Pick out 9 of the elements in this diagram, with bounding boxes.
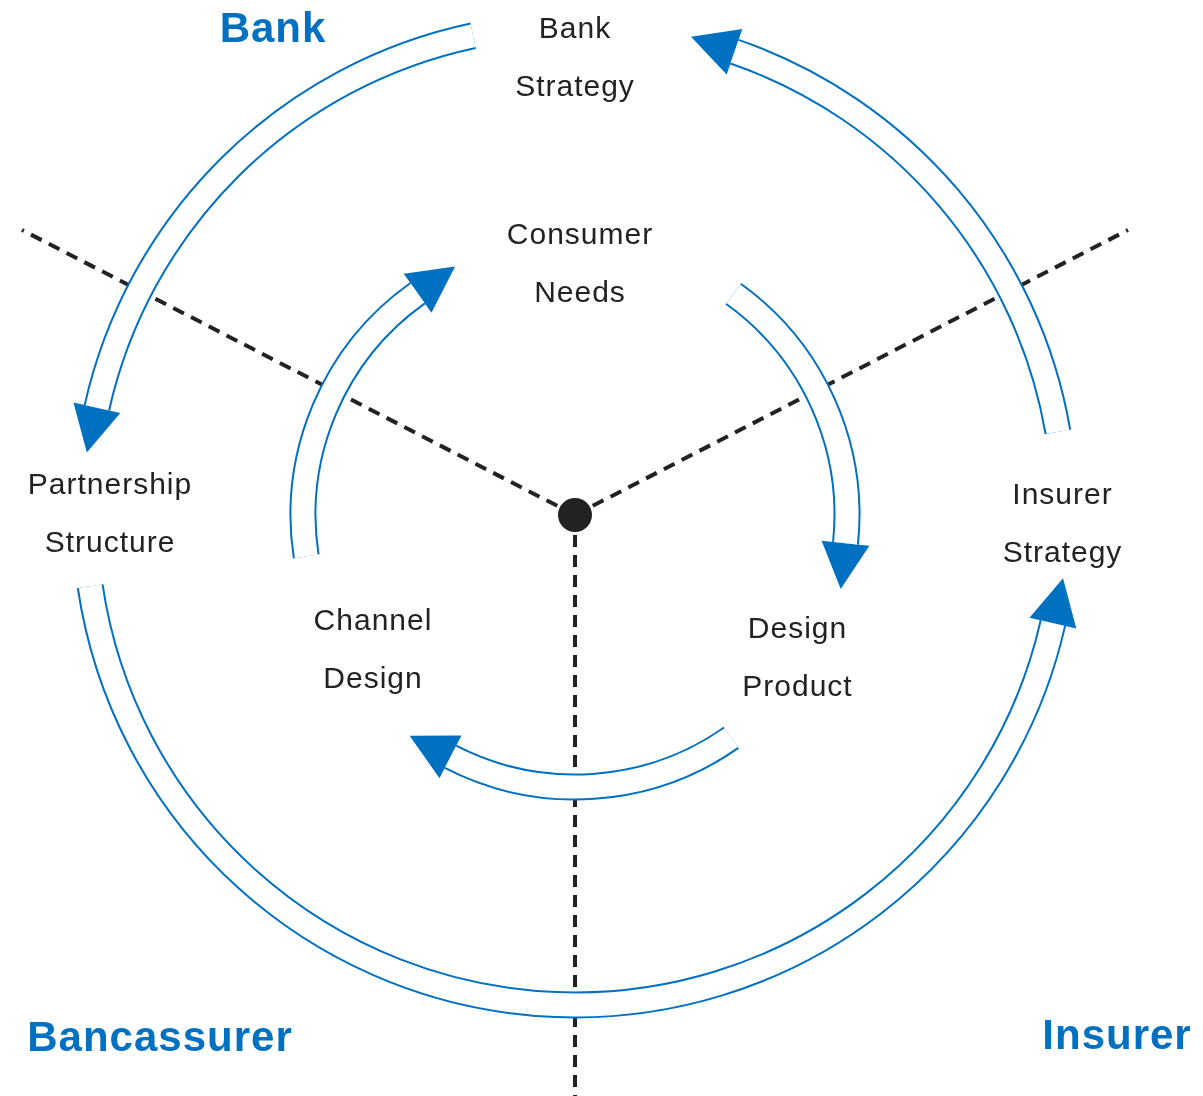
step-label: Insurer Strategy: [1002, 476, 1123, 570]
step-label: Consumer Needs: [506, 215, 654, 310]
section-label: Bancassurer: [27, 1013, 293, 1061]
section-label: Bank: [219, 4, 327, 52]
step-label: Channel Design: [313, 602, 433, 696]
section-label: Insurer: [1042, 1011, 1192, 1059]
step-label: Bank Strategy: [515, 10, 635, 104]
step-label: Design Product: [742, 610, 853, 704]
step-label: Partnership Structure: [27, 466, 193, 560]
